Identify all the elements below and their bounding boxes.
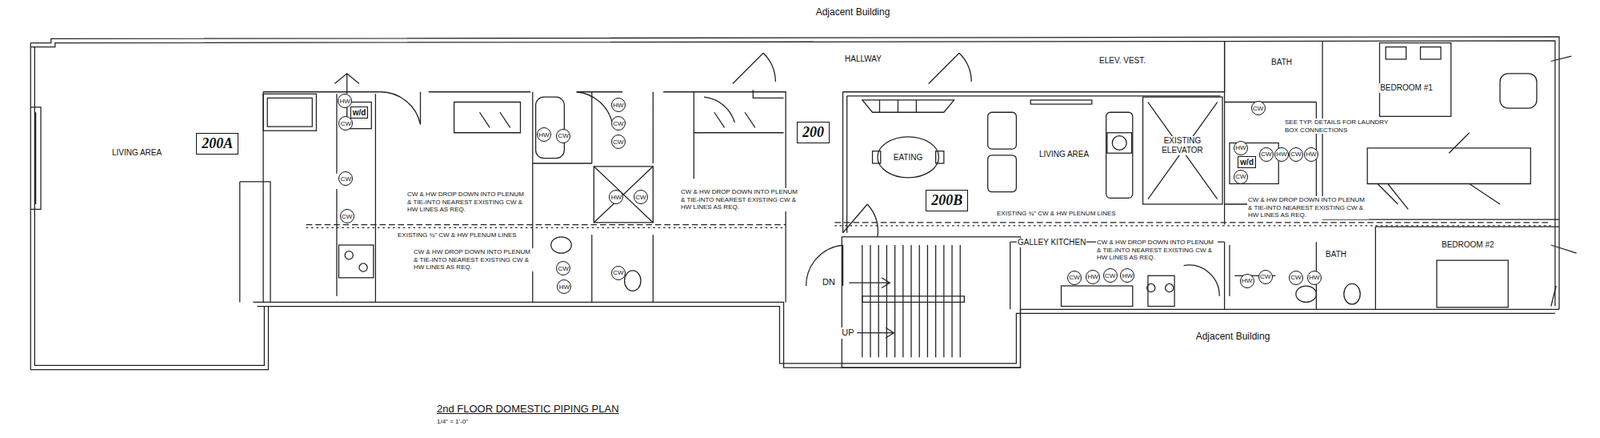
node-text: CW bbox=[1104, 272, 1116, 280]
building-label: Adjacent Building bbox=[815, 6, 892, 18]
node-text: HW bbox=[1087, 272, 1098, 280]
note: EXISTING ¾" CW & HW PLENUM LINES bbox=[996, 209, 1117, 218]
node-text: 200A bbox=[201, 135, 233, 152]
node-text: CW bbox=[340, 175, 352, 183]
node-text: CW bbox=[1235, 172, 1246, 180]
node-text: HW bbox=[1241, 276, 1252, 284]
room-name: BEDROOM #2 bbox=[1440, 240, 1496, 250]
fixture-connection: CW bbox=[611, 116, 626, 131]
node-text: HW bbox=[1122, 272, 1133, 280]
note: SEE TYP. DETAILS FOR LAUNDRY BOX CONNECT… bbox=[1284, 118, 1398, 134]
washer-dryer-box: w/d bbox=[350, 106, 369, 119]
fixture-connection: CW bbox=[1233, 169, 1248, 184]
node-text: CW bbox=[612, 268, 624, 276]
fixture-connection: HW bbox=[1120, 268, 1135, 283]
node-text: 200 bbox=[802, 124, 824, 141]
node-text: CW bbox=[612, 120, 624, 128]
fixture-connection: HW bbox=[1240, 273, 1255, 288]
node-text: HW bbox=[612, 101, 624, 109]
fixture-connection: CW bbox=[1259, 147, 1274, 162]
node-text: HW bbox=[538, 131, 549, 139]
node-text: HW bbox=[559, 283, 570, 291]
room-name: EATING bbox=[892, 152, 924, 163]
fixture-connection: HW bbox=[1307, 270, 1322, 285]
room-name: LIVING AREA bbox=[111, 148, 163, 158]
building-label: Adjacent Building bbox=[1195, 330, 1272, 342]
node-text: CW bbox=[1068, 273, 1080, 281]
node-text: CW bbox=[340, 120, 352, 128]
fixture-connection: CW bbox=[556, 260, 571, 276]
fixture-connection: HW bbox=[608, 189, 624, 204]
note: EXISTING ¾" CW & HW PLENUM LINES bbox=[396, 231, 518, 240]
node-text: CW bbox=[341, 212, 352, 220]
fixture-connection: CW bbox=[338, 171, 353, 186]
node-text: CW bbox=[635, 193, 646, 201]
node-text: CW bbox=[1290, 273, 1301, 281]
fixture-connection: CW bbox=[340, 208, 355, 224]
unit-number-box: 200A bbox=[196, 132, 239, 155]
fixture-connection: CW bbox=[1288, 270, 1304, 285]
fixture-connection: HW bbox=[1304, 147, 1319, 162]
room-name: EXISTING ELEVATOR bbox=[1152, 136, 1212, 156]
stair-label: UP bbox=[840, 327, 855, 338]
fixture-connection: HW bbox=[536, 127, 552, 142]
fixture-connection: HW bbox=[1233, 140, 1248, 156]
fixture-connection: HW bbox=[611, 97, 626, 112]
fixture-connection: HW bbox=[1085, 269, 1100, 284]
unit-number-box: 200B bbox=[925, 189, 968, 212]
fixture-connection: CW bbox=[556, 128, 571, 144]
fixture-connection: CW bbox=[1067, 270, 1082, 285]
fixture-connection: CW bbox=[1288, 147, 1304, 162]
fixture-connection: CW bbox=[1258, 269, 1273, 284]
node-text: CW bbox=[557, 132, 568, 140]
note: CW & HW DROP DOWN INTO PLENUM & TIE-INTO… bbox=[412, 248, 535, 272]
unit-number-box: 200 bbox=[796, 121, 830, 144]
room-name: BEDROOM #1 bbox=[1379, 83, 1434, 93]
node-text: HW bbox=[611, 193, 622, 201]
room-name: LIVING AREA bbox=[1038, 149, 1090, 160]
fixture-connection: CW bbox=[633, 189, 648, 204]
room-name: HALLWAY bbox=[844, 54, 883, 64]
node-text: CW bbox=[1252, 104, 1264, 112]
node-text: HW bbox=[1235, 144, 1246, 152]
fixture-connection: CW bbox=[1251, 100, 1266, 116]
note: CW & HW DROP DOWN INTO PLENUM & TIE-INTO… bbox=[406, 190, 528, 214]
fixture-connection: HW bbox=[1274, 147, 1289, 162]
fixture-connection: CW bbox=[1103, 268, 1118, 283]
node-text: CW bbox=[612, 138, 624, 146]
room-name: BATH bbox=[1270, 57, 1293, 68]
node-text: CW bbox=[1260, 150, 1272, 158]
washer-dryer-box: w/d bbox=[1237, 156, 1256, 168]
node-text: CW bbox=[1260, 272, 1271, 280]
room-name: BATH bbox=[1324, 249, 1348, 260]
scale-label: 1/4" = 1'-0" bbox=[436, 417, 469, 426]
node-text: HW bbox=[1276, 150, 1287, 158]
node-text: w/d bbox=[352, 108, 367, 117]
node-text: HW bbox=[1308, 273, 1320, 281]
note: CW & HW DROP DOWN INTO PLENUM & TIE-INTO… bbox=[1247, 196, 1369, 220]
fixture-connection: HW bbox=[556, 279, 572, 294]
node-text: CW bbox=[1290, 150, 1301, 158]
node-text: HW bbox=[1305, 150, 1316, 158]
fixture-connection: CW bbox=[611, 134, 626, 149]
room-name: GALLEY KITCHEN bbox=[1016, 237, 1087, 248]
note: CW & HW DROP DOWN INTO PLENUM & TIE-INTO… bbox=[680, 188, 802, 212]
node-text: CW bbox=[557, 264, 568, 272]
node-text: 200B bbox=[931, 192, 963, 209]
note: CW & HW DROP DOWN INTO PLENUM & TIE-INTO… bbox=[1096, 238, 1218, 262]
drawing-title: 2nd FLOOR DOMESTIC PIPING PLAN bbox=[436, 402, 620, 416]
node-text: HW bbox=[339, 97, 350, 105]
stair-label: DN bbox=[821, 276, 836, 288]
node-text: w/d bbox=[1240, 157, 1254, 167]
fixture-connection: CW bbox=[611, 265, 626, 280]
room-name: ELEV. VEST. bbox=[1098, 56, 1147, 66]
